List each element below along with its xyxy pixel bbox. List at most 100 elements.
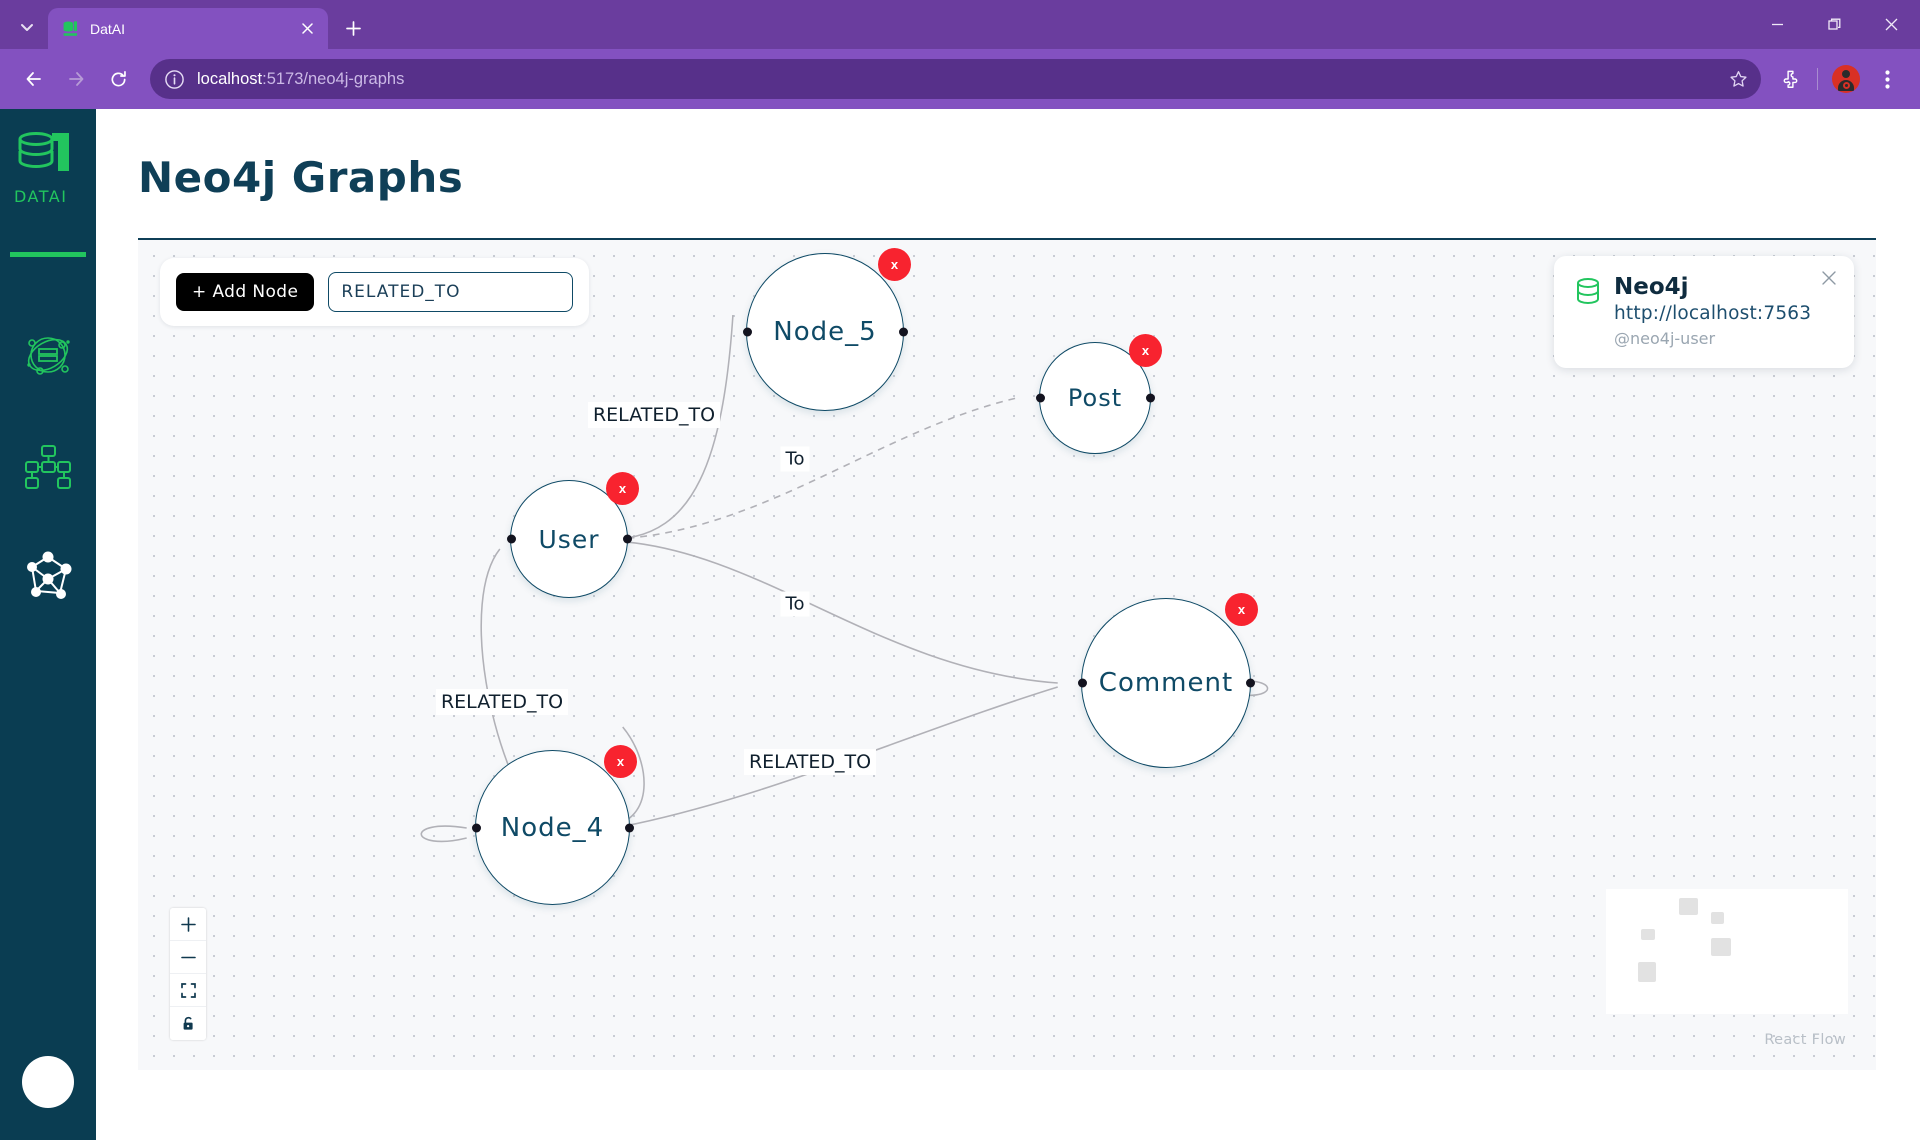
node-handle-left[interactable]: [1035, 393, 1045, 403]
react-flow-canvas[interactable]: + Add Node Node_5 x Post x Us: [138, 240, 1876, 1070]
delete-node-button[interactable]: x: [1129, 334, 1162, 367]
main-content: Neo4j Graphs: [96, 109, 1920, 1140]
edge-label-user-comment: To: [780, 591, 810, 617]
minus-icon: [180, 956, 196, 958]
tab-search-button[interactable]: [8, 8, 46, 46]
title-divider: [138, 238, 1876, 240]
fit-view-icon: [180, 982, 196, 998]
flow-controls: [170, 908, 206, 1040]
edge-label-user-node_5: RELATED_TO: [587, 402, 721, 428]
node-handle-left[interactable]: [506, 534, 516, 544]
address-bar[interactable]: localhost:5173/neo4j-graphs: [150, 59, 1761, 99]
graph-node-user[interactable]: User x: [506, 472, 639, 598]
reload-button[interactable]: [98, 59, 138, 99]
zoom-in-button[interactable]: [170, 908, 206, 941]
node-handle-right[interactable]: [622, 534, 632, 544]
edge-user-node_5[interactable]: [614, 314, 734, 540]
node-handle-right[interactable]: [624, 823, 634, 832]
browser-menu-button[interactable]: [1868, 60, 1906, 98]
lock-icon: [183, 1016, 193, 1030]
node-handle-right[interactable]: [1245, 678, 1255, 688]
user-avatar-icon[interactable]: [22, 1056, 74, 1108]
window-maximize-button[interactable]: [1806, 3, 1863, 47]
window-close-button[interactable]: [1863, 3, 1920, 47]
close-icon: [301, 23, 313, 34]
minimize-icon: [1772, 23, 1783, 26]
extensions-button[interactable]: [1771, 60, 1809, 98]
flow-minimap[interactable]: [1606, 889, 1848, 1014]
minimap-node: [1679, 898, 1698, 915]
node-handle-right[interactable]: [1145, 393, 1155, 403]
sidebar-item-graph[interactable]: [12, 543, 84, 615]
browser-tab[interactable]: DatAI: [48, 8, 328, 49]
graph-node-comment[interactable]: Comment x: [1077, 593, 1258, 768]
edge-label-user-node_4: RELATED_TO: [435, 689, 569, 715]
minimap-node: [1638, 962, 1656, 982]
datai-logo-icon: [63, 21, 78, 36]
new-tab-button[interactable]: [336, 11, 370, 45]
database-info-card: Neo4j http://localhost:7563 @neo4j-user: [1554, 256, 1854, 369]
edge-user-comment[interactable]: [614, 540, 1058, 684]
database-user: @neo4j-user: [1614, 329, 1716, 349]
edge-label-user-post: To: [780, 446, 810, 472]
node-handle-left[interactable]: [471, 823, 481, 832]
svg-text:DATAI: DATAI: [14, 187, 67, 206]
three-dot-menu-icon: [1884, 69, 1890, 89]
avatar-ring: [1842, 82, 1850, 89]
graph-node-node_4[interactable]: Node_4 x: [471, 745, 637, 905]
database-name: Neo4j: [1614, 274, 1689, 300]
node-toolbar-panel: + Add Node: [160, 258, 590, 326]
graph-node-node_5[interactable]: Node_5 x: [742, 248, 911, 411]
close-info-card-button[interactable]: [1818, 268, 1840, 290]
delete-node-button[interactable]: x: [1225, 593, 1258, 626]
star-icon: [1729, 70, 1747, 87]
node-handle-left[interactable]: [1077, 678, 1087, 688]
avatar-head: [1842, 70, 1850, 78]
window-minimize-button[interactable]: [1749, 3, 1806, 47]
database-url: http://localhost:7563: [1614, 303, 1812, 325]
tab-close-button[interactable]: [296, 18, 318, 40]
edge-node_4-self[interactable]: [420, 825, 467, 843]
bookmark-button[interactable]: [1723, 64, 1753, 94]
graph-node-post[interactable]: Post x: [1035, 334, 1162, 454]
arrow-left-icon: [26, 72, 41, 86]
sitemap-hierarchy-icon: [25, 445, 71, 489]
info-circle-icon: [165, 69, 184, 89]
lock-button[interactable]: [170, 1007, 206, 1040]
page-title: Neo4j Graphs: [138, 153, 464, 202]
delete-node-button[interactable]: x: [606, 472, 639, 505]
add-node-button[interactable]: + Add Node: [176, 273, 315, 311]
fit-view-button[interactable]: [170, 974, 206, 1007]
chevron-down-icon: [21, 24, 33, 31]
window-controls: [1749, 0, 1920, 49]
browser-titlebar: DatAI: [0, 0, 1920, 49]
graph-network-icon: [27, 551, 72, 599]
node-label: Node_4: [500, 812, 605, 843]
zoom-out-button[interactable]: [170, 941, 206, 974]
close-icon: [1822, 270, 1836, 285]
sidebar-item-hierarchy[interactable]: [12, 431, 84, 503]
forward-button[interactable]: [56, 59, 96, 99]
node-handle-right[interactable]: [898, 327, 908, 337]
back-button[interactable]: [14, 59, 54, 99]
puzzle-piece-icon: [1783, 70, 1797, 88]
profile-avatar-icon[interactable]: [1832, 65, 1860, 93]
app-sidebar: DATAI: [0, 109, 96, 1140]
node-handle-left[interactable]: [742, 327, 752, 337]
react-flow-attribution[interactable]: React Flow: [1764, 1032, 1846, 1048]
delete-node-button[interactable]: x: [878, 248, 911, 281]
arrow-right-icon: [69, 72, 84, 86]
relation-input[interactable]: [328, 272, 574, 312]
plus-icon: [345, 20, 361, 36]
sidebar-item-data-network[interactable]: [12, 319, 84, 391]
node-label: Comment: [1098, 668, 1234, 698]
database-icon: [1577, 278, 1599, 305]
plus-icon: [180, 916, 196, 932]
minimap-node: [1641, 929, 1655, 940]
edge-user-post[interactable]: [614, 397, 1017, 540]
node-label: Post: [1067, 384, 1123, 412]
node-label: Node_5: [773, 317, 877, 347]
edge-label-node_4-comment: RELATED_TO: [743, 749, 877, 775]
delete-node-button[interactable]: x: [604, 745, 637, 778]
